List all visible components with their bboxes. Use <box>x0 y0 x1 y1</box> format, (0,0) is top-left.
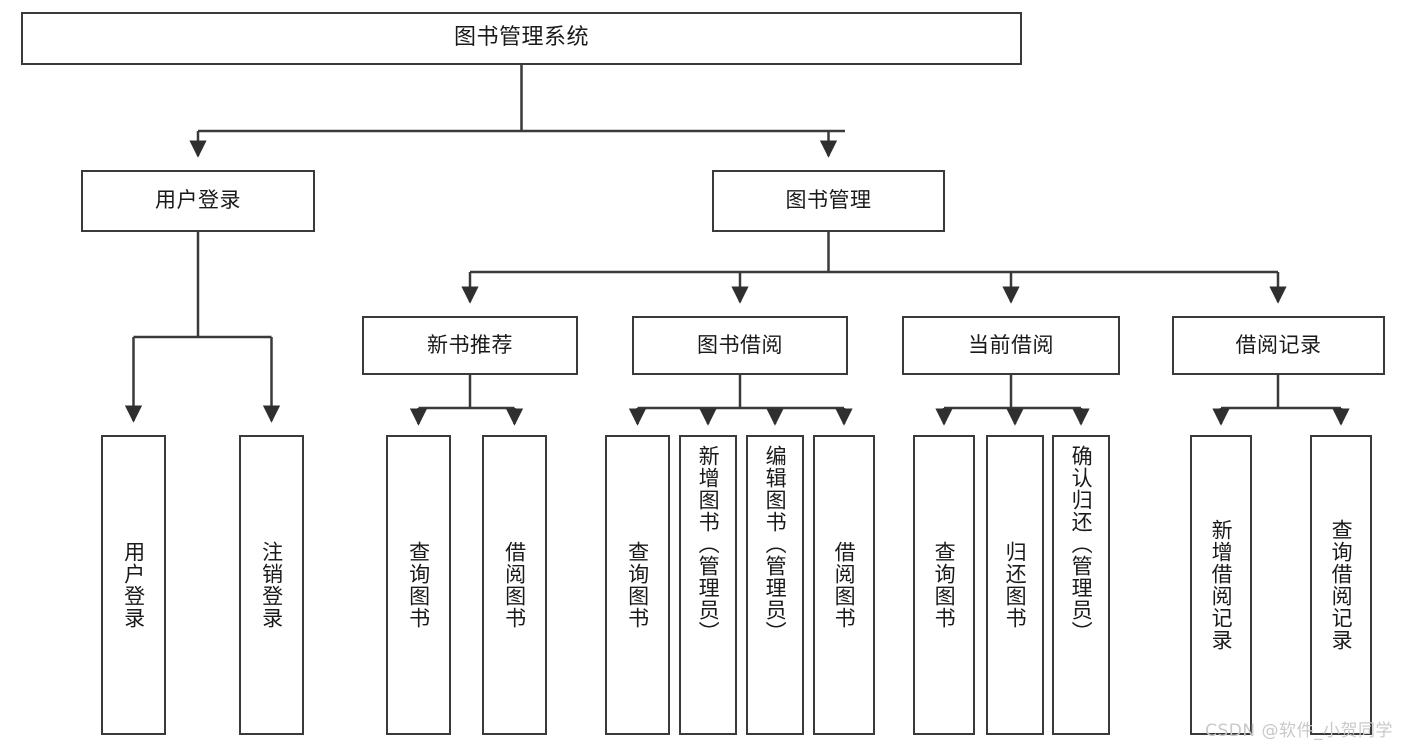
leaf-node-label: 查询借阅记录 <box>1329 519 1354 651</box>
leaf-node[interactable]: 借阅图书 <box>813 435 875 735</box>
leaf-node-label: 查询图书 <box>625 541 650 629</box>
leaf-node-label: 新增图书（管理员） <box>696 445 721 643</box>
node-borrow-record[interactable]: 借阅记录 <box>1172 316 1385 375</box>
node-user-login[interactable]: 用户登录 <box>81 170 315 232</box>
leaf-node-label: 编辑图书（管理员） <box>763 445 788 643</box>
leaf-node-label: 借阅图书 <box>502 541 527 629</box>
leaf-node[interactable]: 借阅图书 <box>482 435 547 735</box>
node-new-book-recommend-label: 新书推荐 <box>427 332 513 357</box>
leaf-node[interactable]: 查询图书 <box>605 435 670 735</box>
node-book-borrow-label: 图书借阅 <box>697 332 783 357</box>
leaf-node[interactable]: 新增借阅记录 <box>1190 435 1252 735</box>
leaf-node-label: 借阅图书 <box>832 541 857 629</box>
node-book-management-label: 图书管理 <box>785 188 872 213</box>
node-book-management[interactable]: 图书管理 <box>712 170 945 232</box>
node-user-login-label: 用户登录 <box>155 188 241 213</box>
leaf-node[interactable]: 确认归还（管理员） <box>1052 435 1110 735</box>
leaf-node-label: 新增借阅记录 <box>1209 519 1234 651</box>
node-root-label: 图书管理系统 <box>453 25 589 51</box>
leaf-node[interactable]: 归还图书 <box>986 435 1044 735</box>
leaf-node-label: 查询图书 <box>406 541 431 629</box>
leaf-node[interactable]: 查询图书 <box>913 435 975 735</box>
leaf-node-label: 归还图书 <box>1003 541 1028 629</box>
watermark: CSDN @软件_小贺同学 <box>1205 721 1393 741</box>
leaf-node[interactable]: 查询借阅记录 <box>1310 435 1372 735</box>
leaf-node[interactable]: 编辑图书（管理员） <box>746 435 804 735</box>
node-book-borrow[interactable]: 图书借阅 <box>632 316 848 375</box>
leaf-node-label: 用户登录 <box>121 541 146 629</box>
leaf-node[interactable]: 新增图书（管理员） <box>679 435 737 735</box>
node-new-book-recommend[interactable]: 新书推荐 <box>362 316 578 375</box>
leaf-node[interactable]: 查询图书 <box>386 435 451 735</box>
leaf-node-label: 确认归还（管理员） <box>1069 445 1094 643</box>
node-current-borrow[interactable]: 当前借阅 <box>902 316 1120 375</box>
node-borrow-record-label: 借阅记录 <box>1235 332 1322 357</box>
node-current-borrow-label: 当前借阅 <box>968 332 1054 357</box>
leaf-node[interactable]: 用户登录 <box>101 435 166 735</box>
leaf-node[interactable]: 注销登录 <box>239 435 304 735</box>
leaf-node-label: 查询图书 <box>932 541 957 629</box>
node-root[interactable]: 图书管理系统 <box>21 12 1022 65</box>
leaf-node-label: 注销登录 <box>259 541 284 629</box>
